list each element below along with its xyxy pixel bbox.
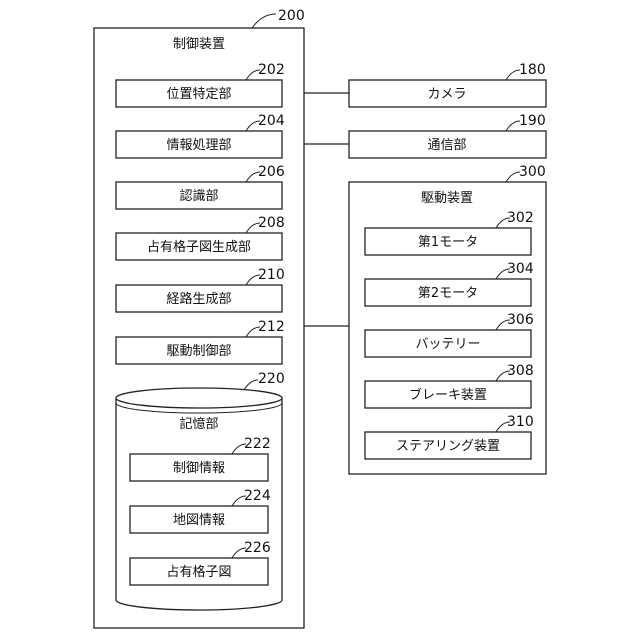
unit-route-generation: 経路生成部 210 [116, 267, 285, 312]
part-label: バッテリー [415, 337, 480, 352]
part-battery: バッテリー 306 [365, 312, 534, 357]
unit-ref: 204 [258, 113, 285, 129]
storage-ref: 220 [258, 371, 285, 387]
unit-drive-control: 駆動制御部 212 [116, 319, 285, 364]
communication-leader [506, 121, 520, 131]
drive-device-ref: 300 [519, 164, 546, 180]
camera-unit: カメラ 180 [349, 62, 546, 107]
part-label: 第1モータ [418, 235, 478, 250]
camera-leader [506, 70, 520, 80]
unit-label: 認識部 [179, 188, 218, 204]
part-ref: 306 [507, 312, 534, 328]
unit-ref: 212 [258, 319, 285, 335]
control-device-title: 制御装置 [173, 37, 225, 52]
storage-unit: 記憶部 220 制御情報 222 地図情報 224 占有格子図 [116, 371, 285, 610]
part-second-motor: 第2モータ 304 [365, 261, 534, 306]
storage-item-ref: 224 [244, 488, 271, 504]
unit-information-processing: 情報処理部 204 [116, 113, 285, 158]
unit-recognition: 認識部 206 [116, 164, 285, 209]
part-steering-device: ステアリング装置 310 [365, 414, 534, 459]
unit-ref: 202 [258, 62, 285, 78]
storage-title: 記憶部 [179, 416, 218, 432]
storage-item-ref: 226 [244, 540, 271, 556]
storage-leader [244, 380, 258, 390]
unit-ref: 206 [258, 164, 285, 180]
communication-unit: 通信部 190 [349, 113, 546, 158]
drive-device-leader [506, 172, 520, 182]
control-device: 制御装置 200 位置特定部 202 情報処理部 204 認識部 206 占有格… [94, 8, 305, 628]
unit-position-identification: 位置特定部 202 [116, 62, 285, 107]
drive-device: 駆動装置 300 第1モータ 302 第2モータ 304 バッテリー 306 ブ… [349, 164, 546, 474]
part-first-motor: 第1モータ 302 [365, 210, 534, 255]
unit-ref: 208 [258, 215, 285, 231]
storage-item-label: 地図情報 [173, 513, 225, 528]
drive-device-title: 駆動装置 [421, 191, 473, 206]
communication-ref: 190 [519, 113, 546, 129]
unit-label: 駆動制御部 [166, 344, 231, 359]
part-label: 第2モータ [418, 286, 478, 301]
part-ref: 302 [507, 210, 534, 226]
communication-label: 通信部 [427, 138, 466, 153]
storage-cylinder-top [116, 388, 282, 408]
camera-label: カメラ [427, 87, 466, 102]
part-ref: 304 [507, 261, 534, 277]
unit-ref: 210 [258, 267, 285, 283]
control-device-leader [252, 14, 276, 28]
unit-label: 位置特定部 [166, 87, 231, 102]
unit-label: 占有格子図生成部 [147, 239, 251, 255]
unit-occupancy-grid-generation: 占有格子図生成部 208 [116, 215, 285, 260]
unit-label: 情報処理部 [166, 138, 231, 153]
storage-item-label: 制御情報 [173, 461, 225, 476]
unit-label: 経路生成部 [166, 291, 231, 307]
storage-item-label: 占有格子図 [166, 564, 231, 580]
control-device-ref: 200 [278, 8, 305, 24]
storage-item-ref: 222 [244, 436, 271, 452]
part-ref: 308 [507, 363, 534, 379]
part-brake-device: ブレーキ装置 308 [365, 363, 534, 408]
camera-ref: 180 [519, 62, 546, 78]
part-ref: 310 [507, 414, 534, 430]
part-label: ステアリング装置 [396, 439, 500, 454]
part-label: ブレーキ装置 [409, 387, 487, 403]
